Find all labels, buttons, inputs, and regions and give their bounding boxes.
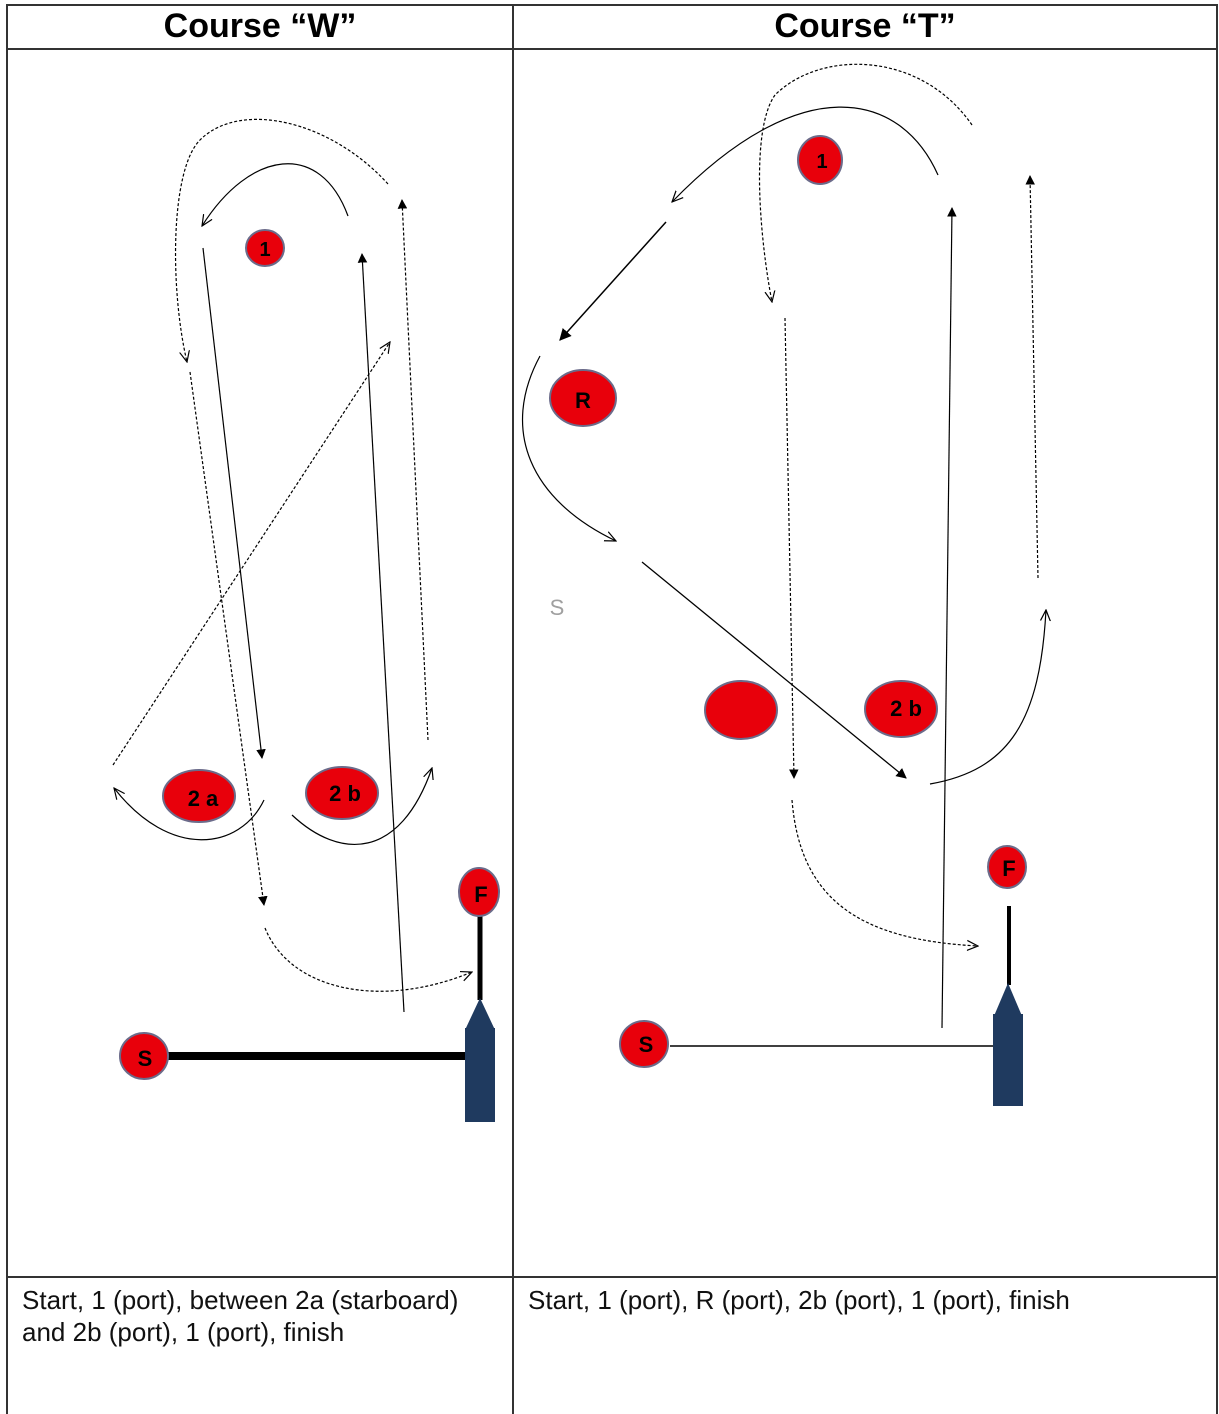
- mark-2b-t: 2 b: [864, 680, 938, 738]
- mark-2a-w: 2 a: [162, 769, 236, 823]
- table-border-left: [6, 4, 8, 1414]
- mark-r-t: R: [549, 369, 617, 427]
- mark-1-t: 1: [797, 135, 843, 185]
- rounding-2b: [291, 768, 432, 845]
- solid-leg-to-2b: [641, 561, 907, 779]
- dotted-to-finish: [264, 927, 472, 992]
- header-divider: [6, 48, 1218, 50]
- table-border-right: [1216, 4, 1218, 1414]
- svg-text:2 a: 2 a: [188, 786, 219, 811]
- course-t-diagram: 1 R S 2 b F S: [521, 63, 1216, 1106]
- column-divider: [512, 4, 514, 1414]
- start-mark-t: S: [619, 1020, 669, 1068]
- dotted-to-finish-t: [791, 799, 978, 946]
- svg-text:S: S: [138, 1046, 153, 1071]
- rounding-2a: [114, 788, 265, 841]
- solid-upwind-leg: [357, 253, 405, 1013]
- dotted-downwind-leg-t: [784, 317, 799, 779]
- finish-mark-w: F: [458, 867, 500, 917]
- rounding-2b-t: [929, 610, 1046, 785]
- stray-s-label: S: [550, 595, 565, 620]
- svg-text:F: F: [474, 882, 487, 907]
- dotted-upwind-leg-t: [1025, 175, 1039, 579]
- solid-downwind-leg: [202, 247, 266, 759]
- dotted-reach-leg: [112, 342, 390, 766]
- svg-text:2 b: 2 b: [329, 781, 361, 806]
- committee-boat-w: [465, 998, 495, 1122]
- solid-rounding-mark1: [202, 163, 349, 226]
- footer-divider: [6, 1276, 1218, 1278]
- dotted-loop-top-t: [758, 63, 973, 302]
- svg-text:1: 1: [816, 151, 827, 173]
- dotted-upwind-leg: [397, 199, 429, 741]
- solid-upwind-leg-t: [941, 207, 957, 1029]
- svg-text:F: F: [1002, 856, 1015, 881]
- dotted-loop-top-w: [174, 118, 389, 362]
- finish-mark-t: F: [987, 845, 1027, 889]
- mark-blank-t: [704, 680, 778, 740]
- start-mark-w: S: [119, 1032, 169, 1080]
- svg-text:S: S: [639, 1032, 654, 1057]
- course-t-title: Course “T”: [774, 7, 956, 45]
- course-w-title: Course “W”: [163, 7, 357, 45]
- svg-text:2 b: 2 b: [890, 696, 922, 721]
- course-w-diagram: 1 2 a 2 b F S: [112, 118, 500, 1122]
- course-w-description: Start, 1 (port), between 2a (starboard) …: [22, 1285, 459, 1347]
- solid-leg-to-r: [559, 221, 667, 341]
- svg-text:1: 1: [259, 239, 270, 261]
- solid-rounding-mark1-t: [672, 106, 939, 202]
- svg-text:R: R: [575, 388, 591, 413]
- rounding-r: [521, 355, 616, 541]
- committee-boat-t: [993, 983, 1023, 1106]
- mark-1-w: 1: [245, 229, 285, 267]
- table-border-top: [6, 4, 1218, 6]
- course-t-description: Start, 1 (port), R (port), 2b (port), 1 …: [528, 1285, 1070, 1315]
- mark-2b-w: 2 b: [305, 766, 379, 820]
